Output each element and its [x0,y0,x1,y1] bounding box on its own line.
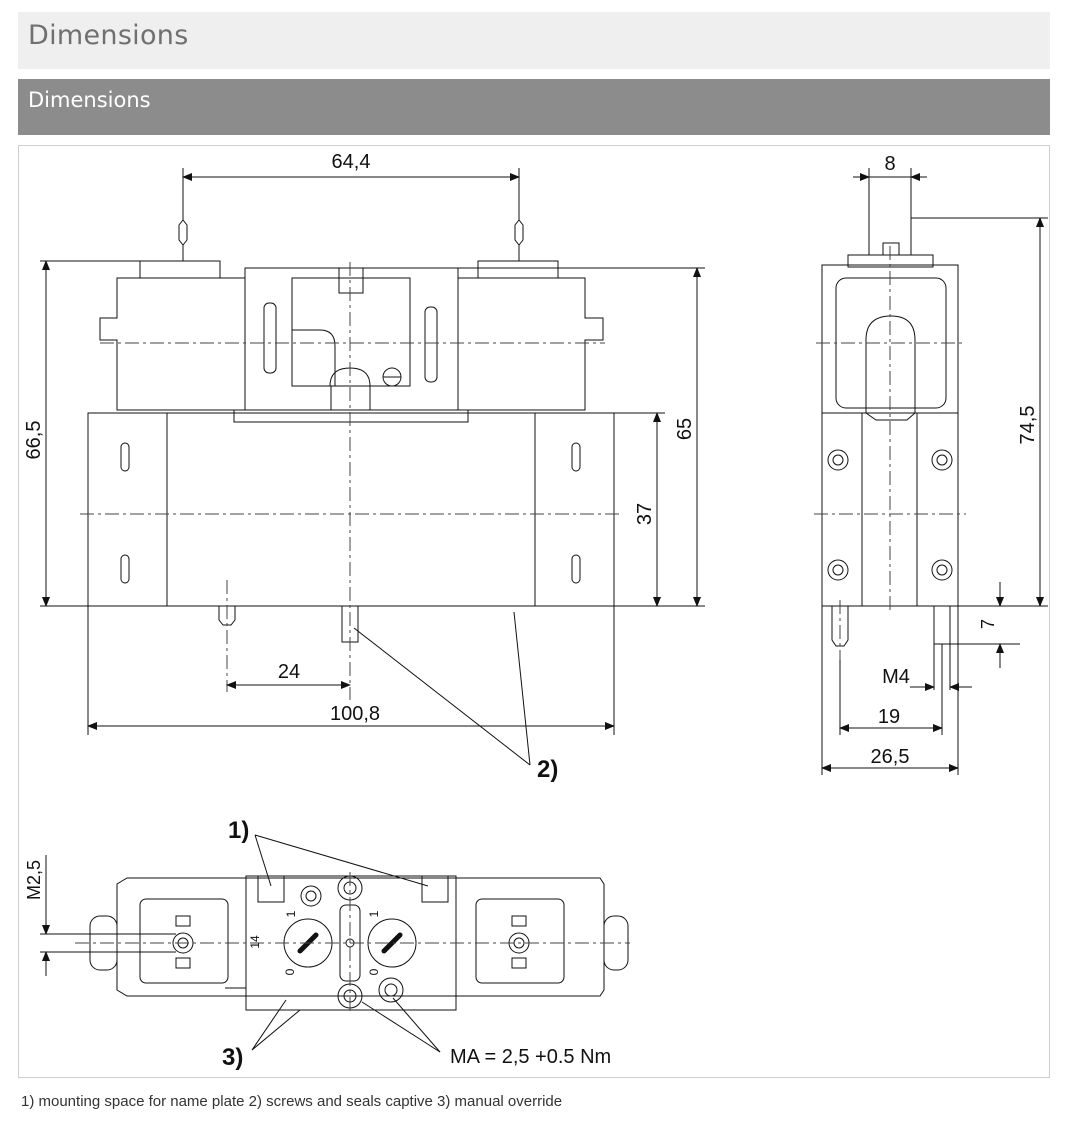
dim-64-4: 64,4 [332,151,371,173]
dim-74-5: 74,5 [1017,406,1039,445]
dim-37: 37 [634,503,656,525]
section-header: Dimensions [18,12,1050,69]
dim-24: 24 [278,661,300,683]
torque-label: MA = 2,5 +0.5 Nm [450,1046,611,1068]
port-label-14: 14 [248,935,262,949]
caption: 1) mounting space for name plate 2) scre… [21,1093,563,1110]
subsection-header[interactable]: Dimensions [18,79,1050,135]
dim-66-5: 66,5 [23,421,45,460]
dim-26-5: 26,5 [871,746,910,768]
dim-65: 65 [674,418,696,440]
port-label-0a: 0 [283,968,297,975]
dim-19: 19 [878,706,900,728]
callout-1: 1) [228,817,249,844]
port-label-0b: 0 [367,968,381,975]
dim-m2-5: M2,5 [24,860,44,900]
callout-3: 3) [222,1044,243,1071]
section-title: Dimensions [28,20,189,51]
port-label-1a: 1 [284,910,298,917]
subsection-title: Dimensions [28,88,151,112]
dim-100-8: 100,8 [330,703,380,725]
port-label-1b: 1 [367,910,381,917]
dim-7: 7 [978,619,998,629]
callout-2: 2) [537,756,558,783]
dim-8: 8 [884,153,895,175]
dim-m4: M4 [882,666,910,688]
